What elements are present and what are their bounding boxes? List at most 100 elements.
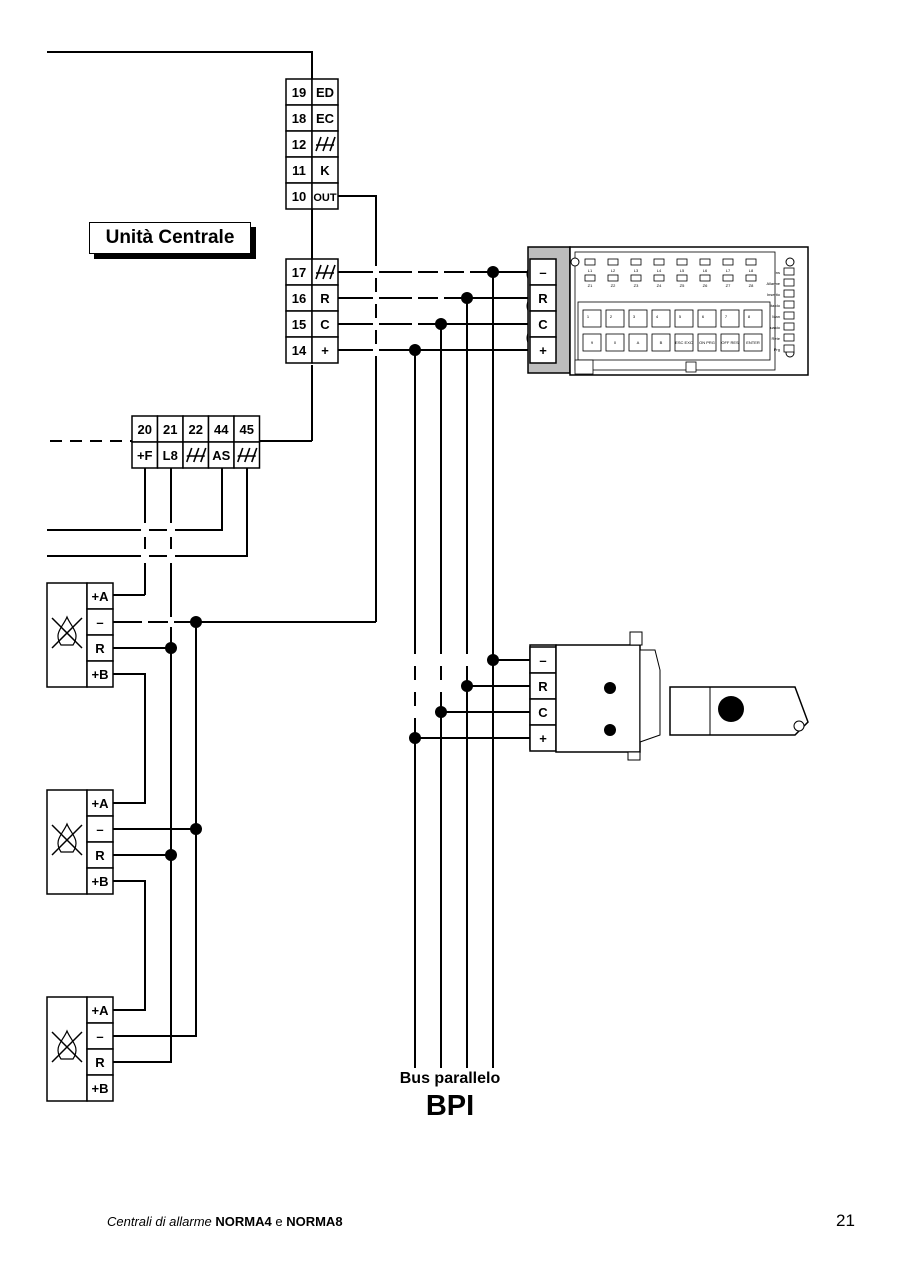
junction-dot bbox=[409, 732, 421, 744]
status-label: Prg bbox=[774, 347, 780, 352]
wire-gap bbox=[464, 266, 470, 278]
status-led bbox=[783, 311, 795, 320]
detector-body bbox=[46, 582, 88, 688]
flame-shape bbox=[57, 1029, 77, 1060]
terminal-number: 44 bbox=[214, 422, 229, 437]
terminal-number: 16 bbox=[292, 291, 306, 306]
wire-gap bbox=[412, 266, 418, 278]
led-indicator bbox=[653, 258, 665, 266]
terminal-label-cell bbox=[156, 441, 184, 469]
keypad-terminal-label: – bbox=[539, 265, 546, 280]
terminal-number: 21 bbox=[163, 422, 177, 437]
wire-gap bbox=[167, 549, 175, 563]
zone-label: Z8 bbox=[749, 283, 754, 288]
detector-terminal bbox=[86, 1022, 114, 1050]
terminal-number: 20 bbox=[138, 422, 152, 437]
reader-terminal-label: + bbox=[539, 731, 547, 746]
terminal-label: +F bbox=[137, 448, 153, 463]
key-label: ENTER bbox=[746, 340, 760, 345]
unit-label-box: Unità Centrale bbox=[89, 222, 251, 254]
keypad-terminal bbox=[529, 284, 557, 312]
smoke-detector-icon bbox=[51, 822, 83, 856]
reader-side bbox=[639, 649, 661, 743]
status-label: Ritardo bbox=[767, 303, 781, 308]
led-indicator bbox=[584, 258, 596, 266]
led-indicator bbox=[630, 258, 642, 266]
led-indicator bbox=[722, 274, 734, 282]
detector-terminal-label: +A bbox=[92, 589, 110, 604]
reader-hole bbox=[604, 682, 616, 694]
detector-terminal-label: – bbox=[96, 1029, 103, 1044]
junction-dot bbox=[435, 706, 447, 718]
led-indicator bbox=[699, 274, 711, 282]
keypad-key bbox=[582, 333, 602, 352]
smoke-detector-icon bbox=[51, 1029, 83, 1063]
detector-terminal-label: +B bbox=[92, 667, 109, 682]
keypad-terminal bbox=[529, 310, 557, 338]
terminal-label bbox=[315, 136, 336, 152]
status-led bbox=[783, 278, 795, 287]
keypad-clip bbox=[574, 359, 594, 375]
zone-label: Z3 bbox=[634, 283, 639, 288]
keypad-key bbox=[651, 333, 671, 352]
page-number: 21 bbox=[836, 1211, 855, 1230]
status-label: Guasto bbox=[767, 325, 781, 330]
terminal-label: ED bbox=[316, 85, 334, 100]
ground-tick bbox=[315, 136, 322, 152]
ground-tick bbox=[329, 264, 336, 280]
keypad-key bbox=[628, 333, 648, 352]
key-label: 5 bbox=[679, 314, 682, 319]
wire-det2-B-to-det3-A bbox=[113, 880, 146, 1011]
status-led bbox=[783, 289, 795, 298]
detector-terminal bbox=[86, 634, 114, 662]
terminal-num-cell bbox=[207, 415, 235, 443]
footer-prefix: Centrali di allarme bbox=[107, 1214, 212, 1229]
status-led bbox=[783, 300, 795, 309]
wire-gap bbox=[438, 292, 444, 304]
led-label: L3 bbox=[634, 268, 639, 273]
keypad-terminal-label: + bbox=[539, 343, 547, 358]
keypad-key bbox=[582, 309, 602, 328]
ground-tick bbox=[322, 264, 329, 280]
terminal-label-cell bbox=[311, 182, 339, 210]
reader-body bbox=[555, 644, 641, 753]
keypad-key bbox=[743, 309, 763, 328]
key-label: 9 bbox=[591, 340, 594, 345]
ground-tick bbox=[329, 136, 336, 152]
terminal-label-cell bbox=[233, 441, 261, 469]
wire-gap bbox=[412, 706, 418, 718]
smoke-detector-icon bbox=[51, 615, 83, 649]
key-label: 6 bbox=[702, 314, 705, 319]
detector-body bbox=[46, 789, 88, 895]
wire-gap bbox=[168, 617, 174, 627]
junction-dot bbox=[190, 823, 202, 835]
detector-terminal-label: – bbox=[96, 615, 103, 630]
footer-conj: e bbox=[275, 1214, 283, 1229]
detector-terminal bbox=[86, 1074, 114, 1102]
unit-label: Unità Centrale bbox=[105, 227, 235, 248]
keypad-clip bbox=[685, 361, 697, 373]
terminal-number: 45 bbox=[240, 422, 254, 437]
terminal-num-cell bbox=[285, 284, 313, 312]
terminal-label: OUT bbox=[313, 192, 337, 204]
zone-label: Z5 bbox=[680, 283, 685, 288]
screw-icon bbox=[570, 257, 580, 267]
led-indicator bbox=[630, 274, 642, 282]
ground-tick bbox=[185, 447, 193, 463]
wire-top-feed bbox=[47, 51, 313, 79]
terminal-number: 19 bbox=[292, 85, 306, 100]
terminal-label: EC bbox=[316, 111, 335, 126]
terminal-label: L8 bbox=[163, 448, 178, 463]
cross-line bbox=[51, 1031, 83, 1063]
terminal-num-cell bbox=[285, 182, 313, 210]
keypad-terminal bbox=[529, 336, 557, 364]
bus-caption: Bus parallelo bbox=[399, 1070, 501, 1087]
ground-tick bbox=[322, 136, 329, 152]
ground-tick bbox=[199, 447, 207, 463]
terminal-label bbox=[236, 447, 258, 463]
wire-gap bbox=[141, 523, 149, 537]
detector-terminal-label: +B bbox=[92, 1081, 109, 1096]
wire-det3-minus bbox=[113, 1035, 197, 1037]
wire-gap bbox=[412, 654, 418, 666]
